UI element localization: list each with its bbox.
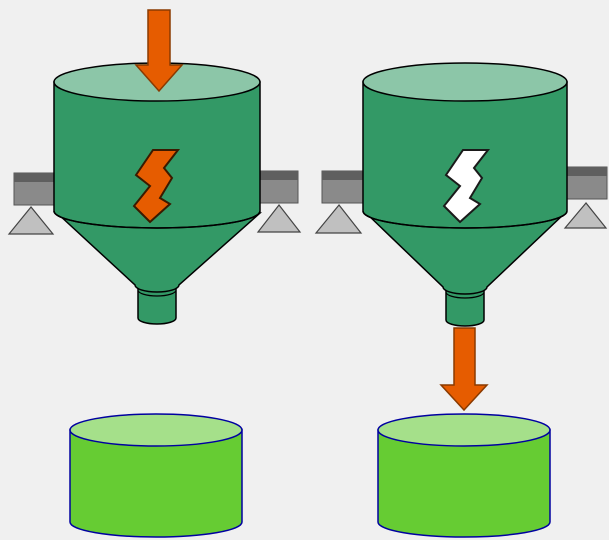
triangle-support-icon	[7, 206, 55, 235]
triangle-support-icon	[314, 204, 363, 234]
load-cell-icon	[321, 170, 369, 204]
hopper-top	[362, 62, 568, 102]
bin-right	[377, 413, 551, 538]
bin-top	[377, 413, 551, 447]
lightning-icon	[442, 149, 491, 224]
hopper-cone	[55, 212, 262, 293]
down-arrow-icon	[439, 327, 489, 412]
bin-left	[69, 413, 243, 538]
load-cell-icon	[560, 166, 608, 200]
hopper-outlet	[137, 287, 177, 325]
load-cell-icon	[13, 172, 61, 206]
bin-top	[69, 413, 243, 447]
hopper-outlet	[445, 289, 485, 327]
triangle-support-icon	[256, 204, 302, 233]
triangle-support-icon	[563, 202, 608, 229]
hopper-cone	[364, 212, 567, 295]
down-arrow-icon	[134, 9, 184, 93]
hopper-left	[7, 9, 302, 325]
hopper-right	[314, 62, 608, 412]
lightning-icon	[132, 149, 181, 224]
